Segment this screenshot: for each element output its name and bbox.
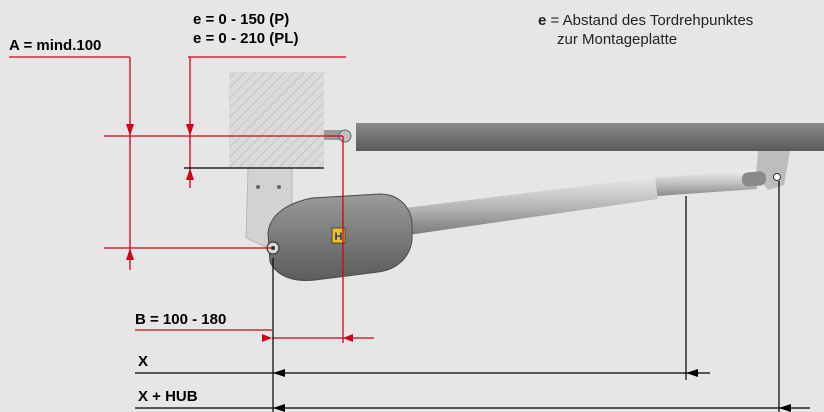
dimension-black-group <box>135 167 810 412</box>
motor-pivot-center <box>271 246 275 250</box>
label-a: A = mind.100 <box>9 37 102 54</box>
label-x: X <box>138 353 149 370</box>
post-wall <box>229 72 324 168</box>
label-e-pl: e = 0 - 210 (PL) <box>193 30 299 47</box>
brand-logo-icon <box>331 227 346 244</box>
dimension-black-arrows <box>273 369 791 412</box>
legend-text-1: Abstand des Tordrehpunktes <box>562 12 754 29</box>
legend-equals: = <box>546 12 563 29</box>
label-e-p: e = 0 - 150 (P) <box>193 11 290 28</box>
legend: e = Abstand des Tordrehpunktes zur Monta… <box>538 11 753 49</box>
legend-text-2: zur Montageplatte <box>557 31 678 48</box>
piston-tube <box>405 177 658 235</box>
legend-line-1: e = Abstand des Tordrehpunktes <box>538 11 753 30</box>
label-b: B = 100 - 180 <box>135 311 227 328</box>
brand-logo-letter: H <box>335 231 343 243</box>
bracket-screw <box>256 185 260 189</box>
legend-symbol: e <box>538 12 547 29</box>
piston-rod <box>655 169 757 196</box>
dimension-red-group <box>9 56 374 343</box>
bracket-screw <box>277 185 281 189</box>
rod-end <box>741 171 767 187</box>
gate-hinge-pin <box>324 130 342 140</box>
gate-fitting-pivot <box>773 173 781 181</box>
label-x-hub: X + HUB <box>138 388 198 405</box>
gate-leaf <box>356 123 824 151</box>
dimension-red-arrows <box>126 124 353 342</box>
